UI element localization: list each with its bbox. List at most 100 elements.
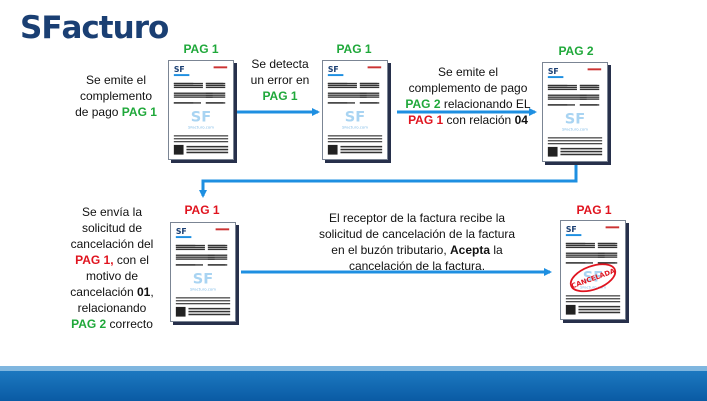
logo-text: acturo (61, 10, 170, 46)
doc-watermark: SF (565, 112, 585, 128)
doc-text-line (205, 92, 226, 94)
doc-text-line (327, 94, 367, 96)
doc-text-line (579, 94, 600, 96)
doc-text-line (173, 96, 213, 98)
doc-text-line (175, 256, 215, 258)
doc-text-line (327, 102, 355, 104)
doc-text-line (173, 82, 203, 85)
doc-text-line (547, 140, 603, 142)
doc-text-line (175, 246, 205, 249)
step4-line4-rest: con el (113, 253, 149, 267)
doc-header-bar (173, 74, 190, 77)
step4-line4-hl: PAG 1, (75, 253, 114, 267)
step2-highlight: PAG 1 (262, 89, 298, 103)
doc-text-line (565, 252, 605, 254)
doc-text-line (565, 242, 595, 245)
step3-line4-hl: PAG 1 (408, 113, 444, 127)
doc-text-line (579, 88, 600, 91)
step4-description: Se envía la solicitud de cancelación del… (52, 204, 172, 332)
step4-line4: PAG 1, con el (52, 252, 172, 268)
doc-text-line (547, 84, 577, 87)
doc-text-line (207, 248, 228, 251)
doc-text-line (578, 311, 621, 314)
doc-text-line (186, 145, 229, 148)
doc-text-line (205, 94, 226, 96)
doc-text-line (173, 135, 229, 137)
step3-line3: PAG 2 relacionando EL (398, 96, 538, 112)
doc-site-text: SFacturo.com (188, 124, 214, 129)
doc-text-line (340, 148, 383, 151)
doc-qr-code (175, 306, 186, 317)
doc-red-mark (587, 68, 602, 71)
doc-text-line (207, 256, 228, 258)
step2-line1: Se detecta (251, 57, 309, 71)
step4-line8: PAG 2 correcto (52, 316, 172, 332)
doc-text-line (175, 297, 231, 299)
step3-line1: Se emite el (437, 65, 499, 79)
doc-text-line (175, 254, 215, 256)
doc-watermark: SF (583, 270, 603, 286)
doc-text-line (327, 135, 383, 137)
doc-text-line (175, 303, 231, 305)
doc-text-line (186, 151, 229, 154)
doc-site-text: SFacturo.com (190, 286, 216, 291)
step4-line6-end: , (150, 285, 154, 299)
doc-text-line (565, 301, 621, 303)
step3-line4-bold: 04 (514, 113, 528, 127)
doc-header-logo: SF (328, 65, 339, 74)
doc-text-line (205, 82, 226, 85)
doc-text-line (175, 244, 205, 247)
doc-text-line (173, 141, 229, 143)
doc-text-line (327, 82, 357, 85)
step5-line2: solicitud de cancelación de la factura (318, 227, 516, 241)
doc-text-line (327, 92, 367, 94)
step5-description: El receptor de la factura recibe la soli… (288, 210, 546, 274)
doc-text-line (578, 308, 621, 311)
logo-sf: SF (20, 10, 63, 46)
doc-text-line (579, 96, 600, 98)
doc-header-logo: SF (566, 225, 577, 234)
doc-text-line (207, 244, 228, 247)
doc-text-line (173, 94, 213, 96)
step1-line1: Se emite el (85, 73, 147, 87)
step1-line3-text: de pago (75, 105, 122, 119)
step1-line3: de pago PAG 1 (62, 104, 170, 120)
doc-text-line (188, 310, 231, 313)
doc-text-line (560, 150, 603, 153)
doc-site-text: SFacturo.com (562, 126, 588, 131)
doc-text-line (597, 242, 618, 245)
step5-pag-label: PAG 1 (576, 203, 612, 217)
doc-qr-code (547, 146, 558, 157)
doc-text-line (173, 102, 201, 104)
cancelled-stamp: CANCELADA (569, 263, 617, 293)
doc-text-line (565, 246, 595, 249)
doc-text-line (565, 244, 595, 247)
doc-text-line (565, 295, 621, 297)
doc-text-line (560, 153, 603, 156)
doc-text-line (579, 84, 600, 87)
doc-text-line (597, 246, 618, 249)
doc-text-line (547, 96, 587, 98)
step3-line2: complemento de pago (408, 81, 528, 95)
doc-text-line (597, 254, 618, 256)
doc-text-line (597, 256, 618, 258)
step4-line7: relacionando (77, 301, 147, 315)
doc-text-line (173, 84, 203, 87)
step3-line3-hl: PAG 2 (405, 97, 441, 111)
doc-text-line (207, 258, 228, 260)
doc-text-line (327, 141, 383, 143)
doc-red-mark (213, 66, 228, 69)
doc-text-line (579, 98, 600, 100)
doc-text-line (547, 104, 575, 106)
doc-text-line (579, 86, 600, 89)
doc-text-line (207, 254, 228, 256)
doc-text-line (340, 151, 383, 154)
doc-text-line (327, 96, 367, 98)
step4-line5: motivo de (85, 269, 139, 283)
